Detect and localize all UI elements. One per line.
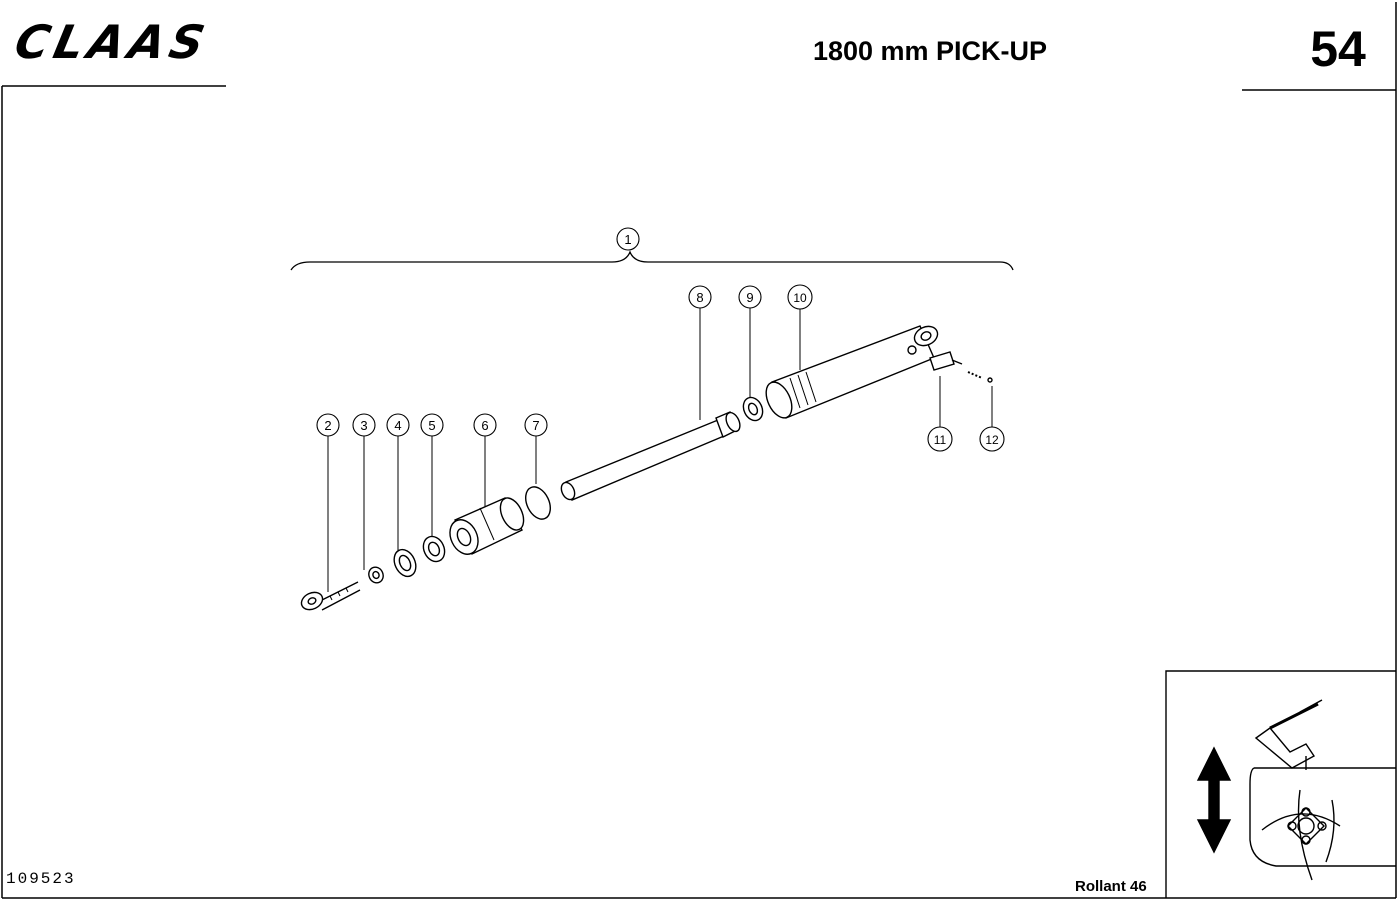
callout-3: 3 (352, 413, 376, 437)
part-eye-bolt (300, 581, 361, 611)
model-label: Rollant 46 (1075, 878, 1147, 895)
callout-6: 6 (473, 413, 497, 437)
page-title: 1800 mm PICK-UP (812, 36, 1048, 66)
part-guide-nut (449, 497, 525, 555)
svg-text:8: 8 (696, 290, 703, 305)
callout-11: 11 (927, 426, 953, 452)
svg-text:1: 1 (624, 232, 631, 247)
callout-8: 8 (688, 285, 712, 309)
part-o-ring (525, 486, 551, 520)
assembly-bracket (290, 250, 1014, 271)
callout-7: 7 (524, 413, 548, 437)
svg-text:6: 6 (481, 418, 488, 433)
part-screw (967, 371, 983, 379)
svg-text:11: 11 (934, 433, 947, 447)
callout-markers: 1 2 3 4 5 6 7 8 9 10 11 12 (316, 227, 1005, 452)
pickup-location-thumbnail (1165, 670, 1396, 898)
part-cylinder-tube (765, 325, 939, 419)
callout-1: 1 (616, 227, 640, 251)
svg-text:5: 5 (428, 418, 435, 433)
callout-12: 12 (979, 426, 1005, 452)
callout-9: 9 (738, 285, 762, 309)
callout-10: 10 (787, 284, 813, 310)
svg-text:2: 2 (324, 418, 331, 433)
page-number: 54 (1310, 21, 1366, 77)
claas-logo: CLAAS (10, 15, 215, 69)
svg-text:4: 4 (394, 418, 401, 433)
callout-5: 5 (420, 413, 444, 437)
svg-text:7: 7 (532, 418, 539, 433)
svg-text:9: 9 (746, 290, 753, 305)
svg-text:3: 3 (360, 418, 367, 433)
callout-2: 2 (316, 413, 340, 437)
drawing-number: 109523 (6, 870, 76, 888)
part-piston-rod (560, 411, 741, 501)
parts-exploded-view (300, 325, 993, 611)
part-grease-nipple (929, 351, 963, 371)
callout-4: 4 (386, 413, 410, 437)
svg-text:10: 10 (793, 291, 807, 305)
svg-text:12: 12 (985, 433, 999, 447)
leader-lines (327, 308, 993, 592)
up-down-arrow-icon (1196, 746, 1232, 854)
